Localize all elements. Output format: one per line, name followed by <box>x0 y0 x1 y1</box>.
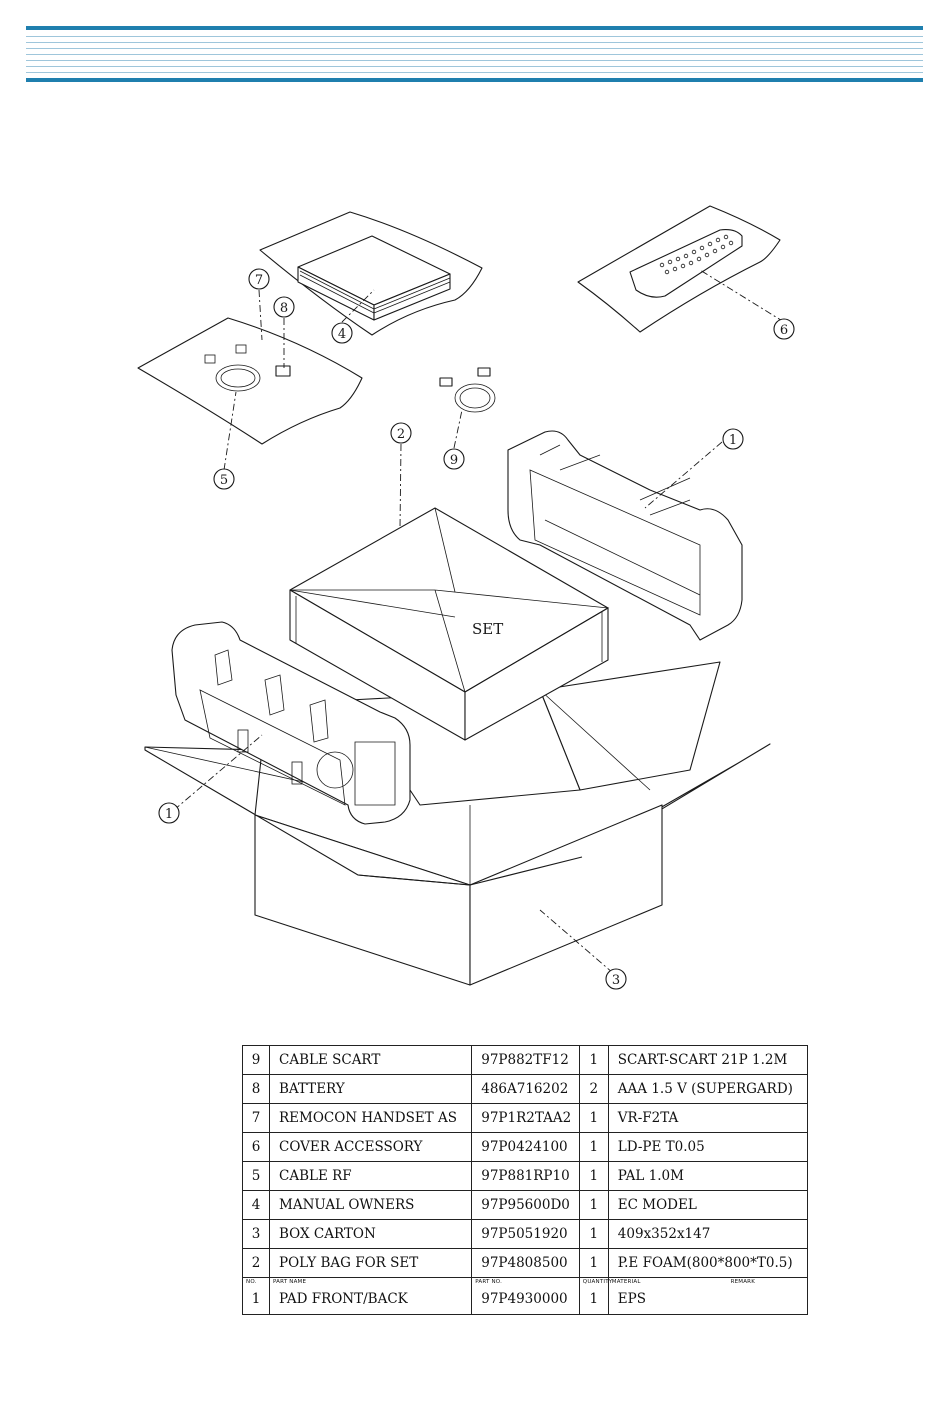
set-label: SET <box>472 620 503 638</box>
part-number-index: 2 <box>242 1248 270 1278</box>
part-name: COVER ACCESSORY <box>268 1132 473 1162</box>
part-quantity: 1 <box>578 1248 609 1278</box>
column-header-no: NO. <box>246 1279 257 1285</box>
part-quantity: 1 <box>578 1045 609 1075</box>
part-code: 97P4808500 <box>471 1248 580 1278</box>
pad-right <box>507 430 743 641</box>
part-material: SCART-SCART 21P 1.2M <box>607 1045 809 1075</box>
part-quantity: 1 <box>578 1219 609 1249</box>
part-name: REMOCON HANDSET AS <box>268 1103 473 1133</box>
part-quantity: 1 <box>578 1132 609 1162</box>
scart-cable <box>439 367 496 413</box>
svg-text:8: 8 <box>280 301 288 316</box>
manual-bag <box>259 211 483 336</box>
callout-9: 9 <box>443 448 465 470</box>
callout-4: 4 <box>331 322 353 344</box>
part-code: 97P881RP10 <box>471 1161 580 1191</box>
part-code: 97P95600D0 <box>471 1190 580 1220</box>
part-code: 97P882TF12 <box>471 1045 580 1075</box>
part-material: EC MODEL <box>607 1190 809 1220</box>
part-quantity: 1 <box>578 1190 609 1220</box>
part-name: MANUAL OWNERS <box>268 1190 473 1220</box>
part-material: LD-PE T0.05 <box>607 1132 809 1162</box>
svg-text:4: 4 <box>338 327 346 342</box>
part-quantity: 2 <box>578 1074 609 1104</box>
pad-left <box>171 621 411 825</box>
column-header-material: MATERIAL <box>611 1279 641 1285</box>
part-number-index: 6 <box>242 1132 270 1162</box>
part-number-index: 8 <box>242 1074 270 1104</box>
part-name: BATTERY <box>268 1074 473 1104</box>
svg-text:6: 6 <box>780 323 788 338</box>
part-number-index: 9 <box>242 1045 270 1075</box>
part-material: PAL 1.0M <box>607 1161 809 1191</box>
part-code: 97P0424100 <box>471 1132 580 1162</box>
callout-2: 2 <box>390 422 412 444</box>
callout-5: 5 <box>213 468 235 490</box>
column-header-part-name: PART NAME <box>273 1279 307 1285</box>
part-number-index: 4 <box>242 1190 270 1220</box>
svg-text:7: 7 <box>255 273 263 288</box>
svg-text:1: 1 <box>165 807 173 822</box>
packing-exploded-diagram: SET <box>137 205 795 990</box>
callout-1-right: 1 <box>722 428 744 450</box>
remote-control-bag <box>577 205 781 333</box>
part-material: 409x352x147 <box>607 1219 809 1249</box>
svg-text:3: 3 <box>612 973 620 988</box>
accessory-cover-sheet <box>137 317 363 445</box>
callout-8: 8 <box>273 296 295 318</box>
column-header-quantity: QUANTITY <box>582 1279 613 1285</box>
callouts: 7 8 4 6 5 9 2 1 1 3 <box>158 268 795 990</box>
callout-7: 6 <box>773 318 795 340</box>
part-name: CABLE RF <box>268 1161 473 1191</box>
svg-text:9: 9 <box>450 453 458 468</box>
column-header-remark: REMARK <box>730 1279 755 1285</box>
part-quantity: 1 <box>578 1103 609 1133</box>
part-quantity: 1 <box>578 1161 609 1191</box>
part-number-index: NO.1 <box>242 1277 270 1315</box>
callout-3: 3 <box>605 968 627 990</box>
part-material: VR-F2TA <box>607 1103 809 1133</box>
header-rule <box>26 26 923 84</box>
set-unit: SET <box>289 507 610 741</box>
part-code: 97P5051920 <box>471 1219 580 1249</box>
leader-lines <box>173 269 785 974</box>
svg-text:2: 2 <box>397 427 405 442</box>
part-code: PART NO.97P4930000 <box>471 1277 580 1315</box>
part-code: 97P1R2TAA2 <box>471 1103 580 1133</box>
svg-text:5: 5 <box>220 473 228 488</box>
svg-text:1: 1 <box>729 433 737 448</box>
part-number-index: 5 <box>242 1161 270 1191</box>
part-number-index: 7 <box>242 1103 270 1133</box>
callout-1-left: 1 <box>158 802 180 824</box>
column-header-part-no: PART NO. <box>475 1279 503 1285</box>
box-carton <box>144 661 771 986</box>
part-name: BOX CARTON <box>268 1219 473 1249</box>
part-name: CABLE SCART <box>268 1045 473 1075</box>
part-code: 486A716202 <box>471 1074 580 1104</box>
part-material: P.E FOAM(800*800*T0.5) <box>607 1248 809 1278</box>
part-material: AAA 1.5 V (SUPERGARD) <box>607 1074 809 1104</box>
callout-6: 7 <box>248 268 270 290</box>
part-name: POLY BAG FOR SET <box>268 1248 473 1278</box>
part-number-index: 3 <box>242 1219 270 1249</box>
remote-buttons <box>659 234 734 275</box>
